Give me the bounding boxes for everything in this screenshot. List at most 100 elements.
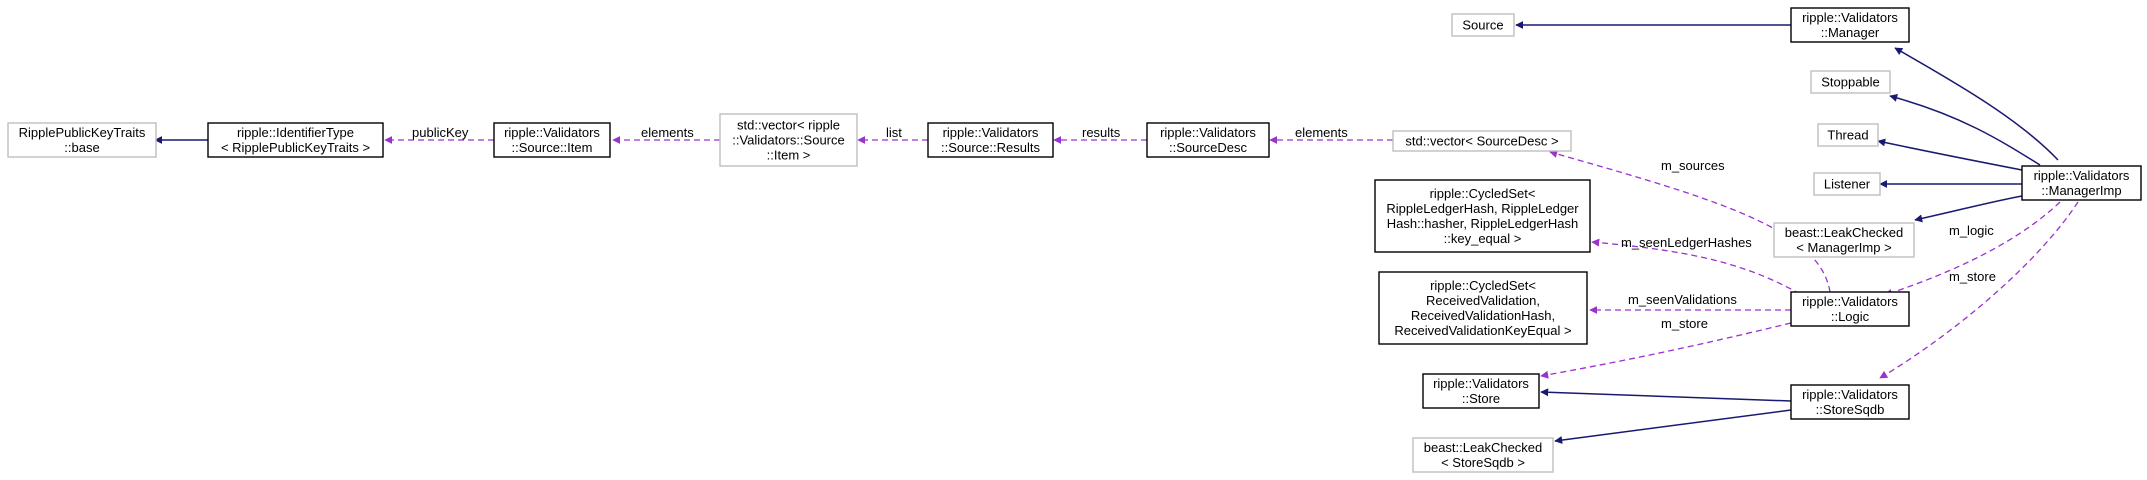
node-label-line: ::base bbox=[64, 140, 99, 155]
edge-label-m-logic: m_logic bbox=[1949, 223, 1994, 238]
node-validators-store[interactable]: ripple::Validators::Store bbox=[1422, 373, 1540, 409]
node-box bbox=[1773, 222, 1915, 258]
node-label-line: ripple::Validators bbox=[504, 125, 600, 140]
node-box bbox=[7, 122, 157, 158]
node-label-line: ::Source::Results bbox=[941, 140, 1040, 155]
node-box bbox=[1451, 13, 1515, 37]
edge-label-m-store-logic: m_store bbox=[1661, 316, 1708, 331]
node-label-line: ::key_equal > bbox=[1444, 231, 1522, 246]
edge-inherit-managerimp-thread bbox=[1877, 138, 2023, 171]
node-label-line: ripple::CycledSet< bbox=[1430, 278, 1536, 293]
edge-label-elements-item: elements bbox=[641, 125, 694, 140]
node-leakchecked-storesqdb: beast::LeakChecked< StoreSqdb > bbox=[1412, 437, 1554, 473]
node-validators-managerimp[interactable]: ripple::Validators::ManagerImp bbox=[2021, 165, 2142, 201]
node-box bbox=[1790, 7, 1910, 43]
edge-inherit-storesqdb-store bbox=[1540, 388, 1792, 402]
node-box bbox=[1422, 373, 1540, 409]
node-label-line: ::ManagerImp bbox=[2041, 183, 2121, 198]
node-validators-storesqdb[interactable]: ripple::Validators::StoreSqdb bbox=[1790, 384, 1910, 420]
node-label-line: Thread bbox=[1827, 128, 1868, 143]
node-box bbox=[927, 122, 1054, 158]
node-label-line: ::Manager bbox=[1821, 25, 1880, 40]
node-validators-logic[interactable]: ripple::Validators::Logic bbox=[1790, 291, 1910, 327]
node-label-line: ::StoreSqdb bbox=[1816, 402, 1885, 417]
node-label-line: < ManagerImp > bbox=[1796, 240, 1891, 255]
node-label-line: ripple::IdentifierType bbox=[237, 125, 354, 140]
node-label-line: ::Validators::Source bbox=[732, 133, 844, 148]
node-label-line: Hash::hasher, RippleLedgerHash bbox=[1387, 216, 1579, 231]
edge-inherit-managerimp-manager bbox=[1894, 47, 2059, 161]
node-label-line: RippleLedgerHash, RippleLedger bbox=[1386, 201, 1579, 216]
node-label-line: ReceivedValidationHash, bbox=[1411, 308, 1555, 323]
node-ripplepublickeytraits-base[interactable]: RipplePublicKeyTraits::base bbox=[7, 122, 157, 158]
edge-label-m-sources: m_sources bbox=[1661, 158, 1725, 173]
node-label-line: ripple::Validators bbox=[1433, 376, 1529, 391]
node-validators-sourcedesc[interactable]: ripple::Validators::SourceDesc bbox=[1146, 122, 1270, 158]
node-source: Source bbox=[1451, 13, 1515, 37]
edge-label-m-seenvalidations: m_seenValidations bbox=[1628, 292, 1737, 307]
node-label-line: ::Item > bbox=[767, 148, 811, 163]
node-label-line: ripple::Validators bbox=[2034, 168, 2130, 183]
edge-label-results: results bbox=[1082, 125, 1121, 140]
node-label-line: ripple::Validators bbox=[1802, 10, 1898, 25]
node-validators-source-results[interactable]: ripple::Validators::Source::Results bbox=[927, 122, 1054, 158]
node-label-line: ReceivedValidation, bbox=[1426, 293, 1540, 308]
edge-inherit-managerimp-stoppable bbox=[1889, 94, 2041, 166]
edge-label-list: list bbox=[886, 125, 902, 140]
node-label-line: ripple::Validators bbox=[1802, 294, 1898, 309]
node-label-line: std::vector< SourceDesc > bbox=[1405, 134, 1558, 149]
node-label-line: ripple::CycledSet< bbox=[1430, 186, 1536, 201]
node-box bbox=[1790, 291, 1910, 327]
node-box bbox=[1146, 122, 1270, 158]
node-box bbox=[2021, 165, 2142, 201]
node-box bbox=[1378, 271, 1588, 345]
edge-usage-m-store-logic bbox=[1540, 322, 1792, 379]
node-box bbox=[1813, 172, 1881, 196]
node-box bbox=[719, 113, 858, 167]
node-label-line: ::Source::Item bbox=[512, 140, 593, 155]
node-box bbox=[1817, 123, 1879, 147]
edge-usage-m-store-mgr bbox=[1879, 201, 2079, 379]
node-label-line: Listener bbox=[1824, 177, 1871, 192]
node-label-line: RipplePublicKeyTraits bbox=[19, 125, 146, 140]
node-label-line: ::SourceDesc bbox=[1169, 140, 1248, 155]
edge-label-m-seenledgerhashes: m_seenLedgerHashes bbox=[1621, 235, 1752, 250]
edge-usage-m-sources bbox=[1549, 150, 1831, 293]
edge-label-elements-desc: elements bbox=[1295, 125, 1348, 140]
node-vector-source-item: std::vector< ripple::Validators::Source:… bbox=[719, 113, 858, 167]
node-ripple-identifiertype[interactable]: ripple::IdentifierType< RipplePublicKeyT… bbox=[207, 122, 384, 158]
node-validators-source-item[interactable]: ripple::Validators::Source::Item bbox=[493, 122, 611, 158]
edge-label-publickey: publicKey bbox=[412, 125, 469, 140]
node-vector-sourcedesc: std::vector< SourceDesc > bbox=[1392, 130, 1572, 152]
node-box bbox=[1392, 130, 1572, 152]
node-label-line: Source bbox=[1462, 18, 1503, 33]
node-label-line: ripple::Validators bbox=[1802, 387, 1898, 402]
node-label-line: Stoppable bbox=[1821, 75, 1880, 90]
node-box bbox=[1374, 179, 1591, 253]
node-label-line: < StoreSqdb > bbox=[1441, 455, 1525, 470]
node-label-line: beast::LeakChecked bbox=[1785, 225, 1904, 240]
node-label-line: ::Store bbox=[1462, 391, 1500, 406]
node-box bbox=[1810, 70, 1891, 94]
node-label-line: ::Logic bbox=[1831, 309, 1870, 324]
edge-usage-m-logic bbox=[1884, 201, 2061, 297]
node-listener: Listener bbox=[1813, 172, 1881, 196]
node-box bbox=[493, 122, 611, 158]
node-leakchecked-managerimp: beast::LeakChecked< ManagerImp > bbox=[1773, 222, 1915, 258]
edge-label-m-store-mgr: m_store bbox=[1949, 269, 1996, 284]
node-label-line: ripple::Validators bbox=[1160, 125, 1256, 140]
node-label-line: beast::LeakChecked bbox=[1424, 440, 1543, 455]
node-stoppable: Stoppable bbox=[1810, 70, 1891, 94]
node-validators-manager[interactable]: ripple::Validators::Manager bbox=[1790, 7, 1910, 43]
edge-inherit-storesqdb-leaksqdb bbox=[1554, 409, 1792, 444]
node-box bbox=[1790, 384, 1910, 420]
node-cycledset-ledgerhash[interactable]: ripple::CycledSet< RippleLedgerHash, Rip… bbox=[1374, 179, 1591, 253]
edge-usage-m-seenledgerhashes bbox=[1591, 238, 1801, 295]
node-label-line: < RipplePublicKeyTraits > bbox=[221, 140, 370, 155]
node-label-line: std::vector< ripple bbox=[737, 118, 840, 133]
node-thread: Thread bbox=[1817, 123, 1879, 147]
node-cycledset-receivedvalidation[interactable]: ripple::CycledSet< ReceivedValidation, R… bbox=[1378, 271, 1588, 345]
node-label-line: ripple::Validators bbox=[943, 125, 1039, 140]
node-box bbox=[1412, 437, 1554, 473]
